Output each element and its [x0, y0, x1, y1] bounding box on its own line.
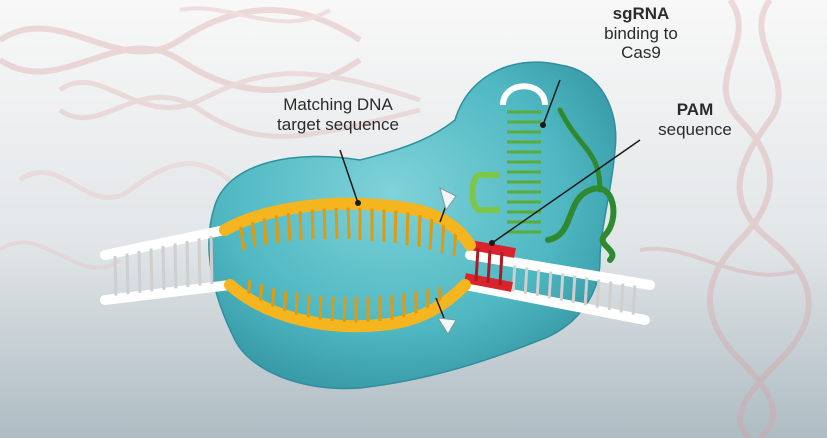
sgrna-structure — [469, 83, 617, 263]
target-label-line2: target sequence — [277, 114, 399, 134]
target-strand-top — [219, 197, 476, 257]
leader-line-pam — [491, 139, 641, 244]
leader-line-sgrna — [542, 79, 561, 126]
sgrna-label-line1: binding to — [604, 23, 678, 43]
sgrna-label-line2: Cas9 — [621, 43, 661, 63]
pam-sequence — [464, 240, 516, 292]
leader-line-target — [339, 149, 359, 204]
sgrna-label: sgRNA binding to Cas9 — [566, 4, 716, 63]
dna-right-duplex — [460, 250, 655, 325]
pam-label: PAM sequence — [630, 100, 760, 139]
pam-label-title: PAM — [676, 100, 714, 119]
target-sequence-label: Matching DNA target sequence — [238, 95, 438, 134]
leader-dot-pam — [489, 240, 495, 246]
cleavage-arrow-bottom-icon — [435, 297, 457, 335]
cleavage-arrow-top-icon — [439, 187, 457, 223]
target-strand-bottom — [224, 279, 471, 333]
dna-left-duplex — [100, 225, 235, 305]
leader-dot-sgrna — [540, 122, 546, 128]
leader-dot-target — [355, 200, 361, 206]
target-label-line1: Matching DNA — [283, 95, 393, 114]
pam-label-line1: sequence — [658, 119, 732, 139]
cas9-protein — [208, 61, 617, 390]
sgrna-label-title: sgRNA — [612, 4, 670, 23]
